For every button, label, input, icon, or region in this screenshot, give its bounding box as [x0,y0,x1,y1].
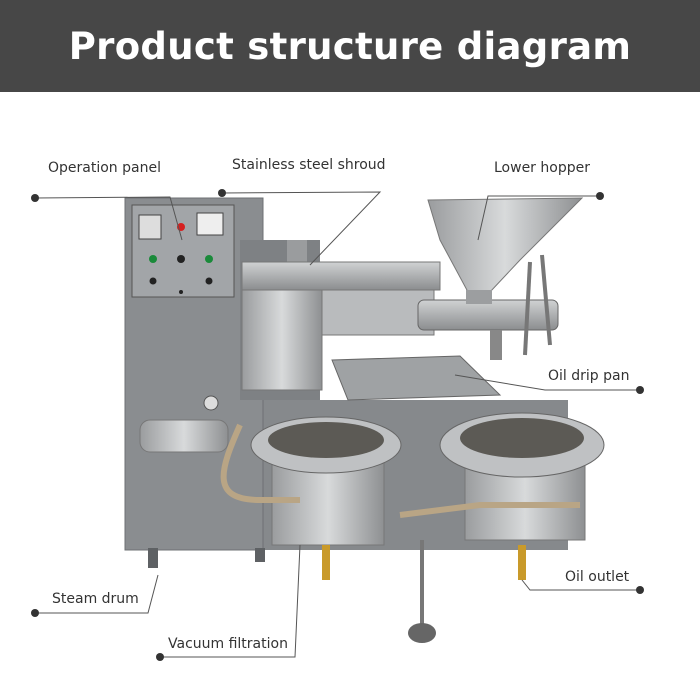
label-stainless-steel-shroud: Stainless steel shroud [232,157,386,173]
label-oil-drip-pan: Oil drip pan [548,368,630,384]
vacuum-filtration-tanks [139,395,605,643]
leader-dots [31,189,644,661]
stainless-steel-shroud [241,240,441,391]
oil-drip-pan [331,355,502,401]
label-operation-panel: Operation panel [48,160,161,176]
label-steam-drum: Steam drum [52,591,139,607]
operation-panel [131,204,235,298]
leader-lines [34,191,640,658]
header-banner: Product structure diagram [0,0,700,92]
label-vacuum-filtration: Vacuum filtration [168,636,288,652]
lower-hopper [427,197,584,304]
label-oil-outlet: Oil outlet [565,569,630,585]
page-title: Product structure diagram [68,24,632,68]
label-lower-hopper: Lower hopper [494,160,590,176]
